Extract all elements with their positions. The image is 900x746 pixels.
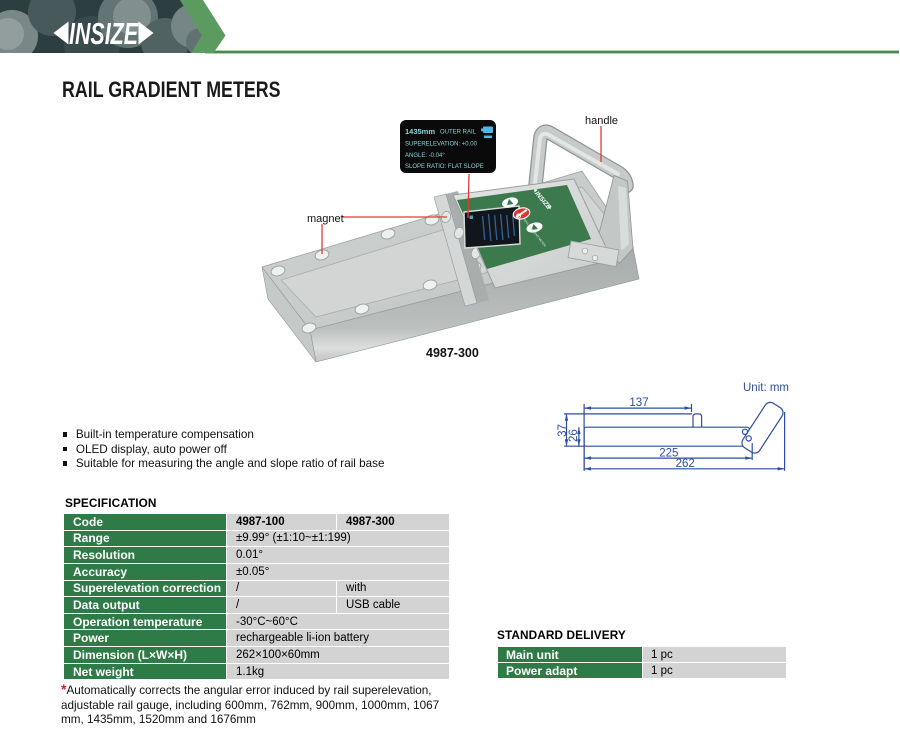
svg-text:INSIZE: INSIZE bbox=[69, 16, 139, 51]
svg-text:262: 262 bbox=[676, 458, 695, 470]
svg-text:SLOPE RATIO: FLAT SLOPE: SLOPE RATIO: FLAT SLOPE bbox=[405, 164, 484, 170]
svg-text:Unit: mm: Unit: mm bbox=[743, 382, 789, 394]
svg-text:magnet: magnet bbox=[307, 213, 344, 225]
svg-text:handle: handle bbox=[585, 115, 618, 127]
svg-text:ANGLE: -0.04°: ANGLE: -0.04° bbox=[405, 153, 445, 159]
svg-text:37: 37 bbox=[557, 424, 569, 437]
svg-text:225: 225 bbox=[659, 448, 678, 460]
svg-text:137: 137 bbox=[629, 397, 648, 409]
svg-text:26: 26 bbox=[568, 429, 580, 442]
svg-text:SUPERELEVATION: +0.00: SUPERELEVATION: +0.00 bbox=[405, 142, 478, 148]
svg-text:4987-300: 4987-300 bbox=[426, 346, 479, 360]
svg-text:1435mm: 1435mm bbox=[405, 127, 435, 136]
svg-text:OUTER RAIL: OUTER RAIL bbox=[440, 130, 477, 136]
